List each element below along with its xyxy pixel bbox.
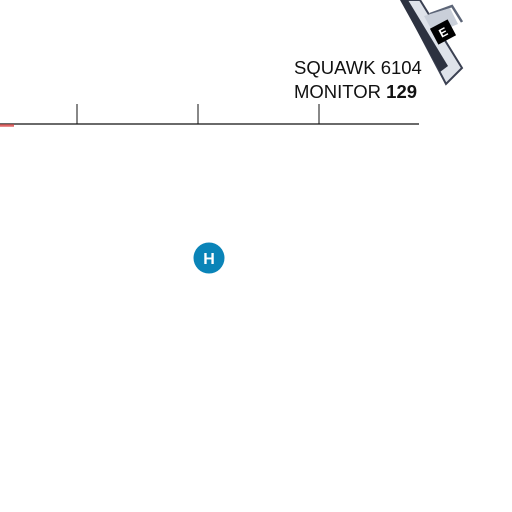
heliport-icon[interactable]: H	[193, 242, 225, 274]
runway-dark-edge	[400, 0, 448, 72]
squawk-code: 6104	[380, 57, 422, 78]
exit-badge-box	[429, 19, 457, 45]
scale-bar	[0, 104, 419, 127]
heliport-label: H	[203, 251, 215, 268]
monitor-label: MONITOR	[294, 81, 382, 102]
exit-badge-icon[interactable]: E	[429, 19, 457, 45]
runway-bracket	[429, 4, 464, 23]
squawk-label: SQUAWK	[294, 57, 376, 78]
monitor-frequency: 129	[386, 81, 418, 102]
squawk-line: SQUAWK 6104	[294, 57, 422, 79]
monitor-line: MONITOR 129	[294, 81, 417, 103]
heliport-circle	[193, 242, 225, 274]
route-info-box: SQUAWK 6104 MONITOR 129	[0, 0, 440, 110]
